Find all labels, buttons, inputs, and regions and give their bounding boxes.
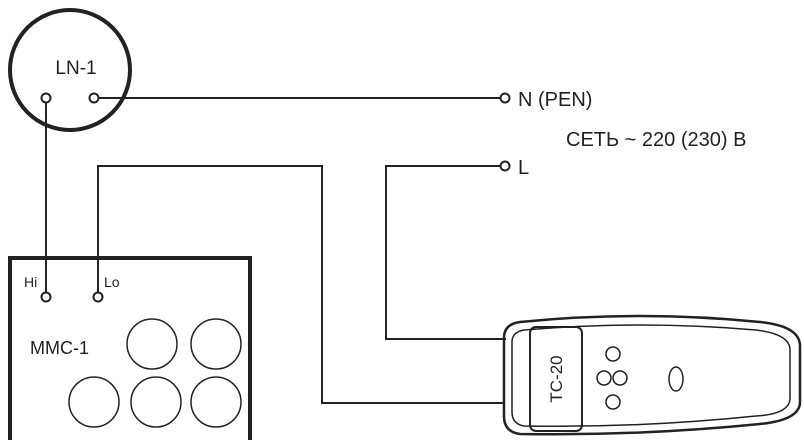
meter-hi-label: Hi [24,274,37,290]
tester-body-inner [511,324,791,428]
line-label: L [518,157,529,179]
lamp-terminal-right [88,92,100,104]
network-label: СЕТЬ ~ 220 (230) В [566,129,746,151]
meter-terminal-hi [40,291,52,303]
tester-button [596,370,612,386]
tester-tc20: TC-20 [502,314,802,436]
lamp-terminal-left [40,92,52,104]
meter-knob [68,376,120,428]
meter-terminal-lo [92,291,104,303]
wire-lo-to-tester [97,165,505,404]
lamp-body [8,8,132,132]
tester-side-button [668,366,684,392]
tester-button [605,394,621,410]
tester-button [605,346,621,362]
lamp-ln1: LN-1 [8,8,132,132]
tester-display [529,326,583,432]
meter-label: MMC-1 [30,338,89,358]
meter-lo-label: Lo [104,274,120,290]
tester-button [612,370,628,386]
wire-line-to-tester [385,165,506,340]
meter-knob [190,376,242,428]
mains-terminals: N (PEN) L СЕТЬ ~ 220 (230) В [499,89,746,179]
lamp-label: LN-1 [55,58,96,79]
meter-body [8,256,252,440]
meter-knob [190,318,242,370]
meter-knob [130,376,182,428]
tester-body [502,314,802,436]
meter-knob [126,318,178,370]
neutral-label: N (PEN) [518,89,592,111]
tester-label: TC-20 [547,355,566,402]
neutral-terminal [499,92,511,104]
meter-mmc1: Hi Lo MMC-1 [8,256,252,440]
line-terminal [499,160,511,172]
